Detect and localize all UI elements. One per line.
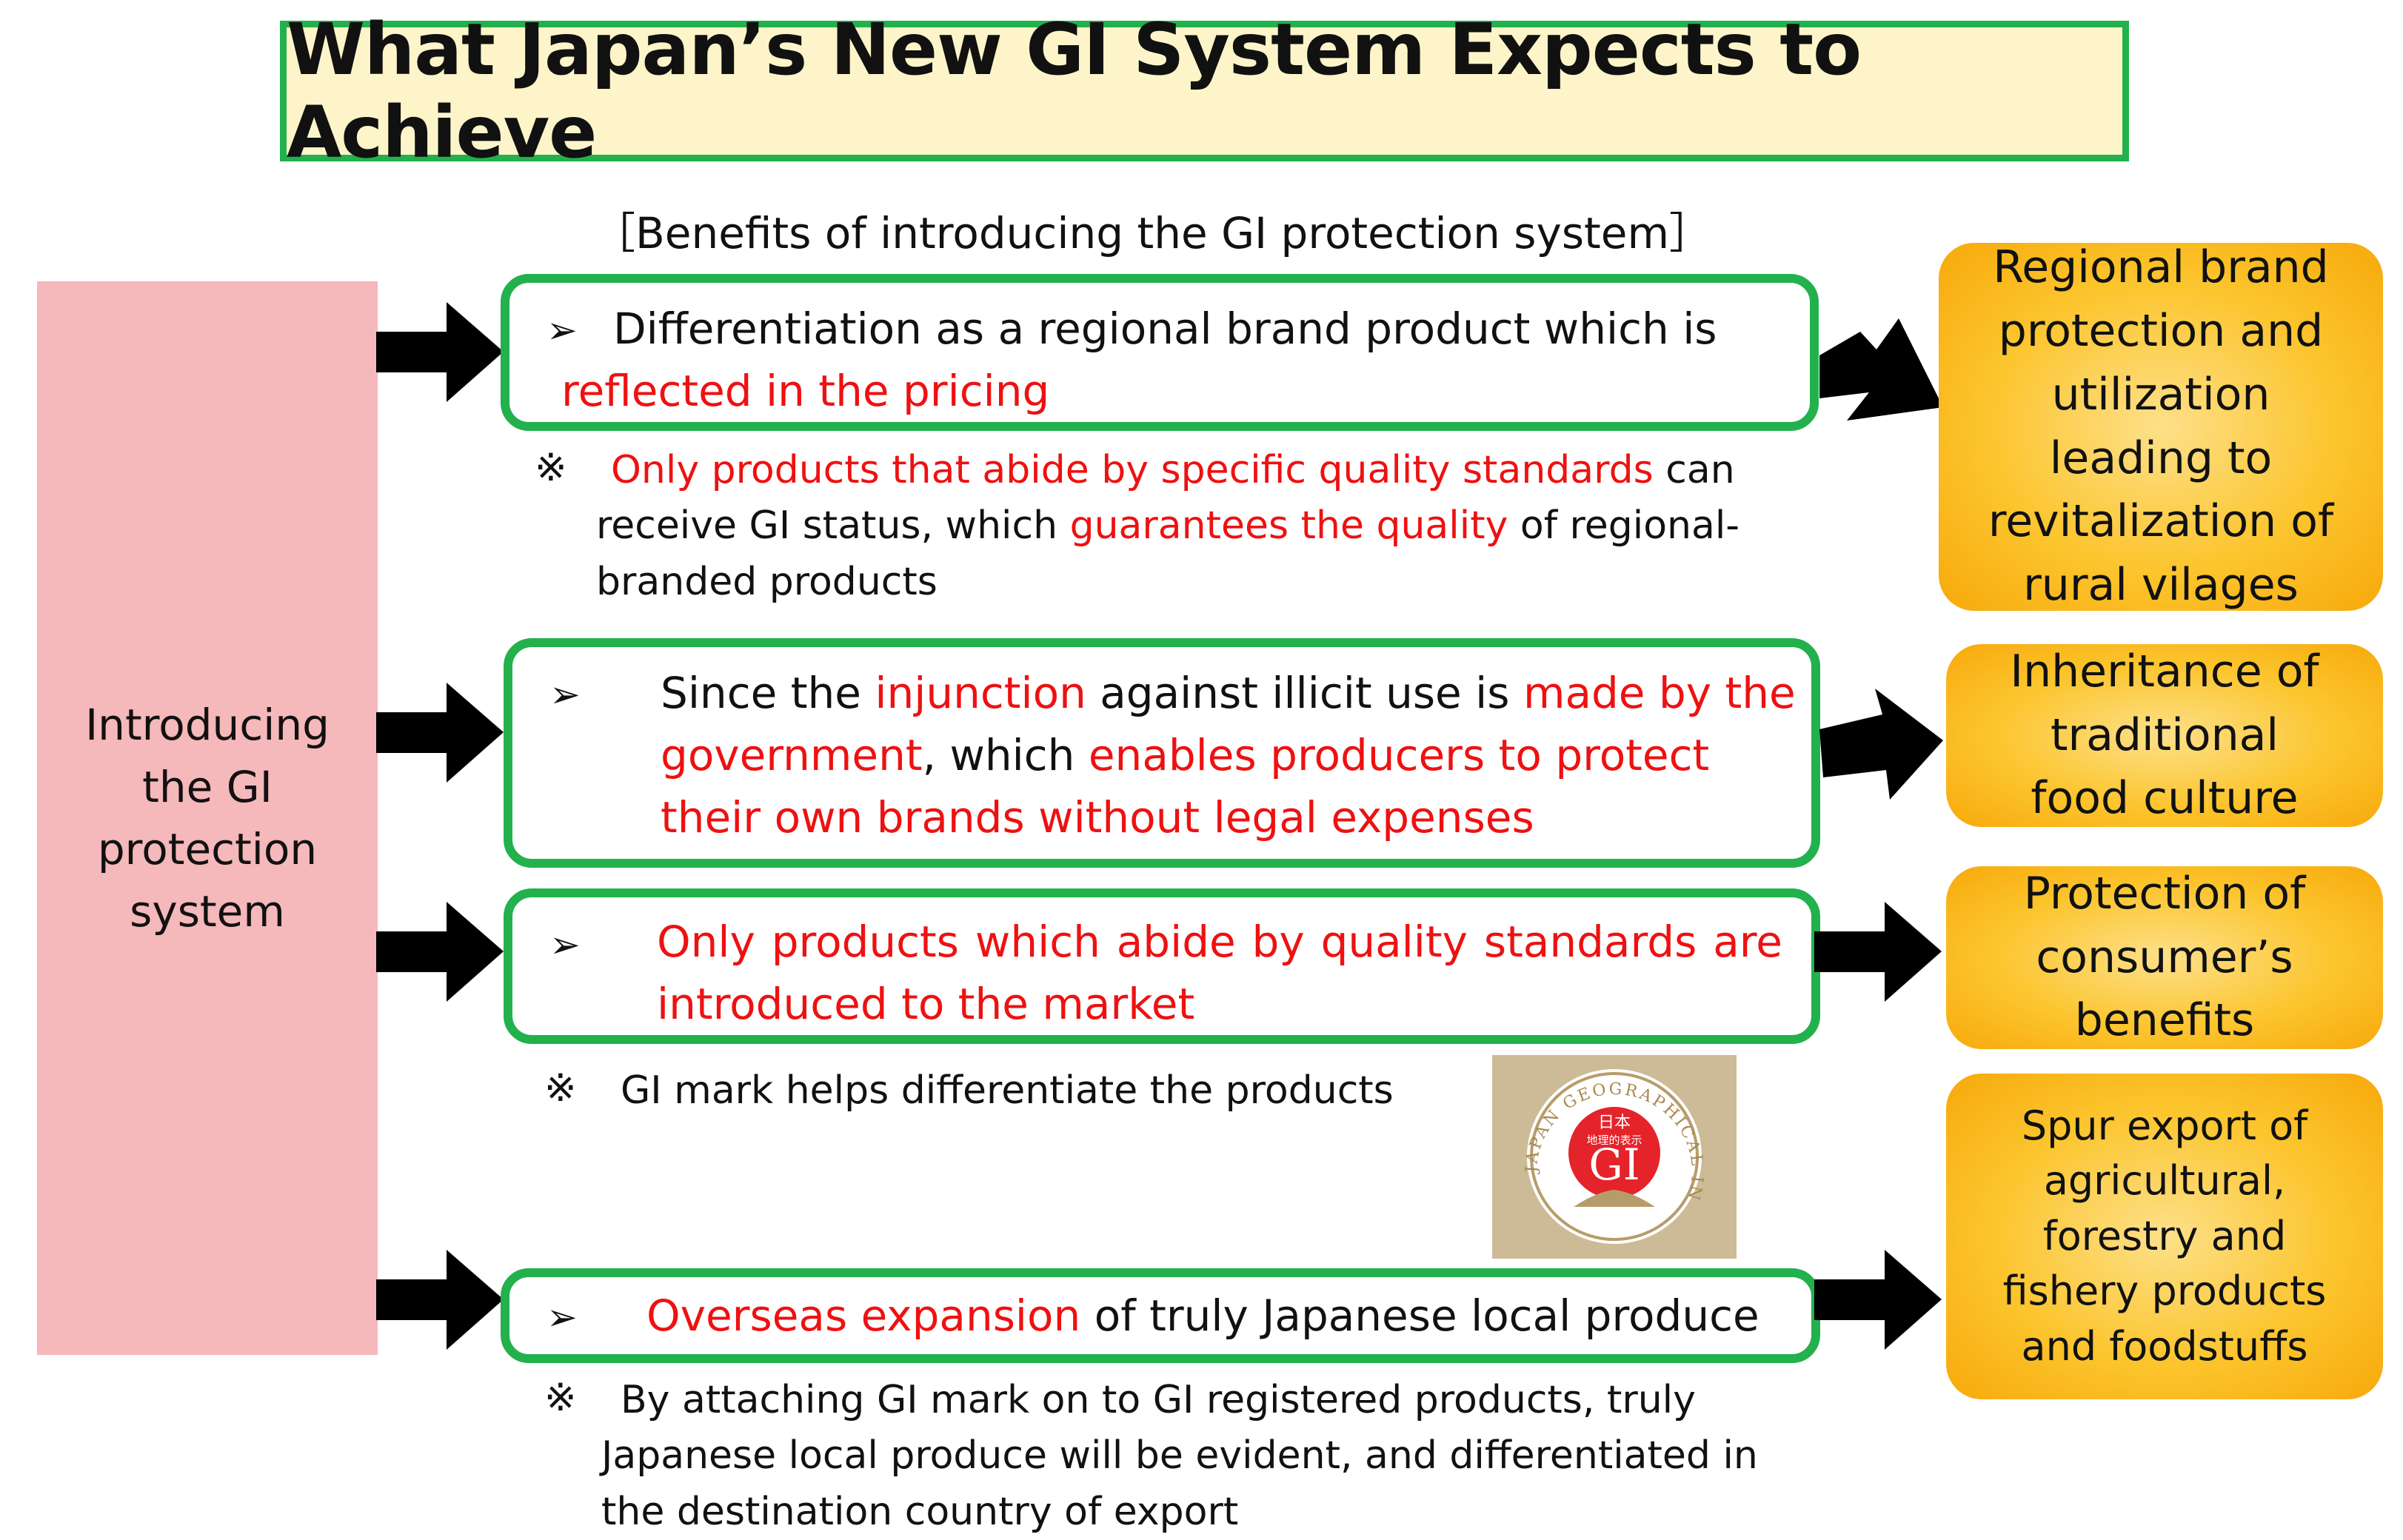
- benefit-text: Differentiation as a regional brand prod…: [561, 298, 1768, 422]
- arrow-icon: [376, 1250, 504, 1350]
- benefit-note: By attaching GI mark on to GI registered…: [601, 1373, 1771, 1540]
- outcome-box-food-culture: Inheritance of traditional food culture: [1946, 644, 2383, 827]
- arrow-icon: [376, 683, 504, 783]
- arrow-icon: [1814, 1250, 1942, 1350]
- bullet-icon: ➢: [549, 923, 581, 966]
- note-mark-icon: ※: [544, 1066, 577, 1111]
- benefit-box-injunction: ➢ Since the injunction against illicit u…: [504, 638, 1820, 868]
- benefit-segment: Since the: [661, 668, 875, 718]
- benefit-note: Only products that abide by specific qua…: [596, 443, 1870, 610]
- outcome-box-export: Spur export of agricultural, forestry an…: [1946, 1074, 2383, 1399]
- benefit-segment-highlight: injunction: [875, 668, 1086, 718]
- outcome-text: Regional brand protection and utilizatio…: [1988, 241, 2334, 612]
- note-segment: By attaching GI mark on to GI registered…: [601, 1378, 1758, 1534]
- outcome-text: Spur export of agricultural, forestry an…: [2002, 1102, 2327, 1370]
- outcome-text: Protection of consumer’s benefits: [2023, 867, 2306, 1047]
- bullet-icon: ➢: [547, 309, 578, 352]
- benefit-segment-highlight: made by the government: [661, 668, 1796, 781]
- benefit-segment: of truly Japanese local produce: [1080, 1290, 1759, 1341]
- gi-mark-logo: JAPAN GEOGRAPHICAL INDICATION 日本 地理的表示 G…: [1484, 1041, 1737, 1259]
- benefit-segment-highlight: enables producers to protect their own b…: [661, 730, 1710, 843]
- benefit-segment: Differentiation as a regional brand prod…: [613, 304, 1717, 354]
- title-banner: What Japan’s New GI System Expects to Ac…: [280, 8, 2129, 174]
- gi-mark-icon: JAPAN GEOGRAPHICAL INDICATION 日本 地理的表示 G…: [1484, 1041, 1704, 1244]
- benefit-box-quality: ➢ Only products which abide by quality s…: [504, 888, 1820, 1044]
- source-box: Introducing the GI protection system: [37, 281, 378, 1355]
- benefit-box-pricing: ➢ Differentiation as a regional brand pr…: [501, 274, 1819, 431]
- benefit-box-export: ➢ Overseas expansion of truly Japanese l…: [501, 1268, 1820, 1363]
- svg-text:GI: GI: [1588, 1139, 1640, 1190]
- subtitle: ［Benefits of introducing the GI protecti…: [592, 208, 1712, 258]
- benefit-segment-highlight: Overseas expansion: [646, 1290, 1081, 1341]
- source-label: Introducing the GI protection system: [85, 699, 330, 937]
- page-title: What Japan’s New GI System Expects to Ac…: [287, 8, 1862, 174]
- benefit-segment-highlight: Only products which abide by quality sta…: [657, 917, 1782, 1030]
- note-mark-icon: ※: [535, 446, 567, 490]
- bullet-icon: ➢: [547, 1296, 578, 1339]
- arrow-icon: [1819, 318, 1943, 421]
- note-segment: can receive GI status, which: [596, 448, 1735, 549]
- benefit-segment-highlight: reflected in the pricing: [561, 366, 1050, 417]
- benefit-segment: against illicit use is: [1086, 668, 1523, 718]
- note-segment: GI mark helps differentiate the products: [621, 1068, 1394, 1113]
- arrow-icon: [376, 902, 504, 1002]
- note-segment: of regional-branded products: [596, 503, 1740, 604]
- benefit-note: GI mark helps differentiate the products: [621, 1063, 1435, 1119]
- benefit-text: Only products which abide by quality sta…: [657, 911, 1782, 1035]
- benefit-segment: , which: [922, 730, 1089, 781]
- svg-text:地理的表示: 地理的表示: [1586, 1134, 1642, 1147]
- outcome-box-consumer: Protection of consumer’s benefits: [1946, 866, 2383, 1049]
- benefit-text: Since the injunction against illicit use…: [661, 662, 1801, 848]
- note-segment-highlight: guarantees the quality: [1069, 503, 1508, 549]
- outcome-box-regional-brand: Regional brand protection and utilizatio…: [1939, 241, 2383, 611]
- note-segment-highlight: Only products that abide by specific qua…: [611, 448, 1654, 492]
- svg-text:日本: 日本: [1598, 1114, 1631, 1132]
- note-mark-icon: ※: [544, 1376, 577, 1420]
- benefit-text: Overseas expansion of truly Japanese loc…: [646, 1285, 1802, 1347]
- arrow-icon: [1814, 902, 1942, 1002]
- bullet-icon: ➢: [549, 673, 581, 716]
- arrow-icon: [1819, 689, 1943, 800]
- outcome-text: Inheritance of traditional food culture: [2010, 645, 2319, 825]
- arrow-icon: [376, 302, 504, 402]
